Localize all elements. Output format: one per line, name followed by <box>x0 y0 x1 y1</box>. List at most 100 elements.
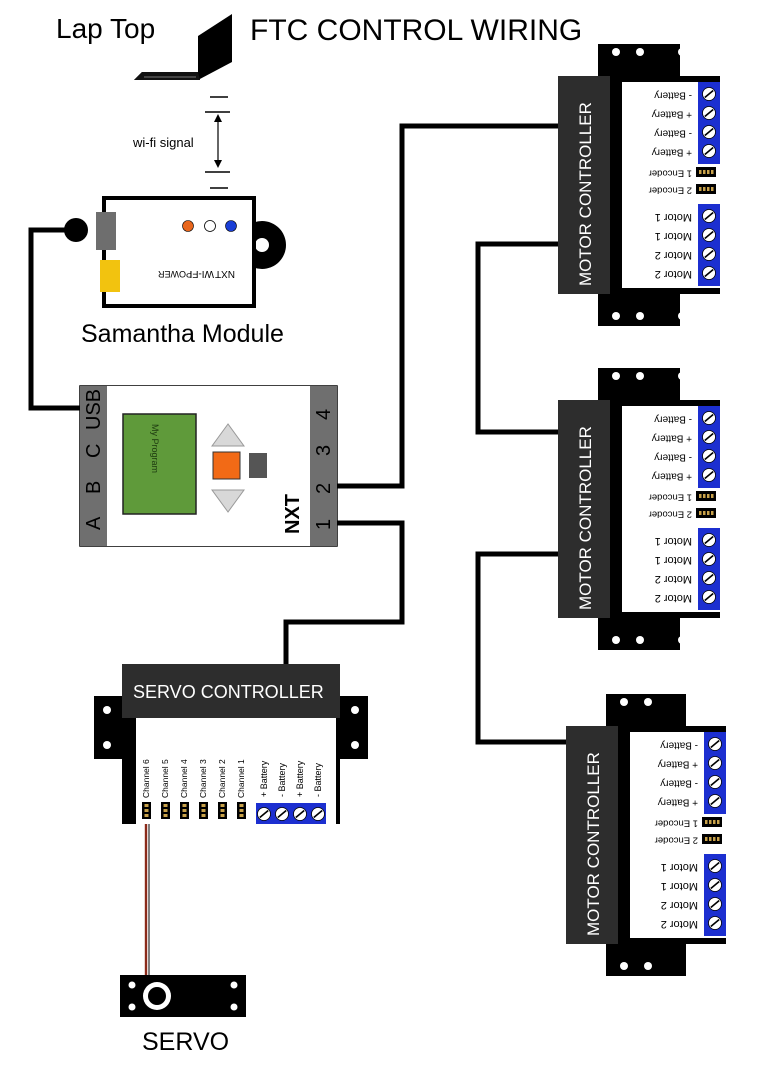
motor-screw-terminal <box>707 915 723 931</box>
motor-terminal-label: Motor 2 <box>655 268 692 280</box>
battery-terminal-label: - Battery <box>660 739 698 750</box>
motor-terminal-block <box>698 204 720 286</box>
motor-terminal-label: Motor 1 <box>655 535 692 547</box>
daisy-chain-cable-1 <box>475 241 560 435</box>
nxt-back-button <box>249 453 267 478</box>
servo-channel-label: Channel 4 <box>179 759 189 798</box>
wifi-signal-label: wi-fi signal <box>132 135 194 150</box>
daisy-chain-cable-2 <box>475 551 568 745</box>
motor-terminal-label: Motor 2 <box>655 592 692 604</box>
nxt-screen-text: My Program <box>150 424 160 473</box>
servo-channel-label: Channel 2 <box>217 759 227 798</box>
battery-terminal-label: - Battery <box>654 89 692 100</box>
battery-screw-terminal <box>701 467 717 483</box>
diagram-title: FTC CONTROL WIRING <box>250 14 582 47</box>
motor-controller-label: MOTOR CONTROLLER <box>576 426 595 610</box>
battery-screw-terminal <box>701 86 717 102</box>
battery-terminal-block <box>698 406 720 488</box>
nxt-enter-button <box>212 451 241 480</box>
servo-controller-label-plate <box>122 664 340 718</box>
servo-battery-label: - Battery <box>313 762 323 797</box>
nxt-port2-cable <box>337 123 560 489</box>
servo-battery-label: - Battery <box>277 762 287 797</box>
battery-terminal-label: + Battery <box>658 758 698 769</box>
motor-controller-label-plate <box>566 726 618 944</box>
motor-controller-2: MOTOR CONTROLLER- Battery+ Battery- Batt… <box>558 368 720 650</box>
motor-screw-terminal <box>707 858 723 874</box>
motor-screw-terminal <box>701 227 717 243</box>
nxt-brand-label: NXT <box>282 494 304 534</box>
battery-terminal-block <box>698 82 720 164</box>
servo-channel-label: Channel 3 <box>198 759 208 798</box>
laptop-icon <box>134 14 232 80</box>
mount-ear-left <box>64 218 88 242</box>
servo-channel-label: Channel 1 <box>236 759 246 798</box>
motor-screw-terminal <box>701 265 717 281</box>
battery-terminal-label: - Battery <box>660 777 698 788</box>
motor-screw-terminal <box>701 208 717 224</box>
nxt-input-port-strip <box>310 386 337 546</box>
battery-terminal-label: + Battery <box>652 432 692 443</box>
motor-terminal-block <box>704 854 726 936</box>
encoder-label: 1 Encoder <box>649 491 692 502</box>
battery-terminal-label: + Battery <box>652 470 692 481</box>
battery-terminal-label: - Battery <box>654 127 692 138</box>
nxt-port-1-label: 1 <box>313 519 335 530</box>
encoder-header <box>696 508 716 518</box>
motor-terminal-label: Motor 1 <box>661 861 698 873</box>
motor-controller-label-plate <box>558 76 610 294</box>
led-power-indicator <box>182 220 194 232</box>
servo-battery-label: + Battery <box>295 760 305 797</box>
servo-cable <box>144 816 150 990</box>
encoder-label: 2 Encoder <box>655 834 698 845</box>
samantha-module-label: Samantha Module <box>81 320 284 348</box>
battery-screw-terminal <box>701 410 717 426</box>
motor-terminal-label: Motor 2 <box>661 899 698 911</box>
nxt-down-button <box>211 489 245 513</box>
nxt-port-2-label: 2 <box>313 483 335 494</box>
nxt-port-a-label: A <box>83 516 105 530</box>
encoder-label: 2 Encoder <box>649 508 692 519</box>
servo-channel-label: Channel 5 <box>160 759 170 798</box>
nxt-port-3-label: 3 <box>313 445 335 456</box>
motor-screw-terminal <box>701 551 717 567</box>
battery-screw-terminal <box>701 124 717 140</box>
led-wifi-indicator <box>204 220 216 232</box>
nxt-up-button <box>211 423 245 447</box>
motor-screw-terminal <box>701 570 717 586</box>
battery-terminal-label: - Battery <box>654 413 692 424</box>
servo-channel-label: Channel 6 <box>141 759 151 798</box>
samantha-usb-port <box>96 212 116 250</box>
servo-battery-screw-terminal <box>274 806 290 822</box>
nxt-port-b-label: B <box>83 481 105 494</box>
battery-screw-terminal <box>701 448 717 464</box>
motor-controller-1: MOTOR CONTROLLER- Battery+ Battery- Batt… <box>558 44 720 326</box>
battery-screw-terminal <box>701 143 717 159</box>
encoder-header <box>696 167 716 177</box>
motor-controller-3: MOTOR CONTROLLER - Battery + Battery - Batt… <box>566 694 726 976</box>
nxt-port-c-label: C <box>83 444 105 458</box>
usb-cable <box>28 227 80 411</box>
battery-screw-terminal <box>707 755 723 771</box>
battery-screw-terminal <box>707 793 723 809</box>
cable-group <box>28 123 568 745</box>
servo-battery-screw-terminal <box>292 806 308 822</box>
encoder-label: 1 Encoder <box>649 167 692 178</box>
led-nxt-indicator <box>225 220 237 232</box>
motor-terminal-block <box>698 528 720 610</box>
motor-terminal-label: Motor 2 <box>661 918 698 930</box>
samantha-power-port <box>100 260 120 292</box>
battery-terminal-block <box>704 732 726 814</box>
servo-motor <box>120 975 246 1017</box>
encoder-header <box>702 834 722 844</box>
laptop-label: Lap Top <box>56 13 155 44</box>
motor-terminal-label: Motor 2 <box>655 249 692 261</box>
nxt-brick: My Program NXT <box>79 385 338 547</box>
nxt-lcd-screen <box>122 413 197 515</box>
servo-battery-label: + Battery <box>259 760 269 797</box>
motor-controller-label: MOTOR CONTROLLER <box>584 752 603 936</box>
battery-terminal-label: + Battery <box>658 796 698 807</box>
battery-screw-terminal <box>701 429 717 445</box>
wifi-signal-indicator <box>205 96 230 189</box>
